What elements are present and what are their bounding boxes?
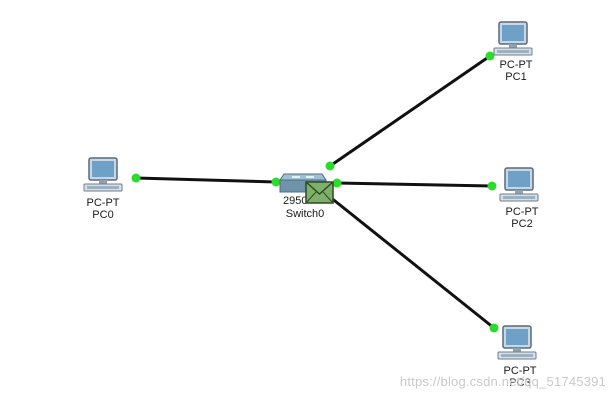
link-light-pc3 — [489, 323, 499, 333]
pc0-icon[interactable] — [82, 156, 124, 196]
pc2-icon[interactable] — [498, 166, 540, 206]
link-pc3-switch0[interactable] — [329, 195, 495, 330]
pc0-type-label: PC-PT — [86, 197, 120, 209]
link-light-pc2 — [487, 181, 497, 191]
switch0-name-label: Switch0 — [285, 208, 325, 220]
switch0-type-label: 2950 — [283, 195, 308, 207]
link-light-switch0-p3 — [332, 178, 342, 188]
pc1-icon[interactable] — [492, 20, 534, 60]
link-light-switch0-p2 — [325, 161, 335, 171]
link-light-pc1 — [485, 51, 495, 61]
link-light-switch0-p1 — [271, 177, 281, 187]
link-light-pc0 — [131, 173, 141, 183]
link-pc0-switch0[interactable] — [135, 176, 277, 184]
pc1-name-label: PC1 — [505, 71, 527, 83]
pc2-type-label: PC-PT — [505, 206, 539, 218]
watermark-text: https://blog.csdn.net/qq_51745391 — [399, 374, 606, 389]
pc3-icon[interactable] — [496, 324, 538, 364]
pc1-type-label: PC-PT — [499, 59, 533, 71]
link-pc1-switch0[interactable] — [329, 54, 491, 168]
pc3-type-label: PC-PT — [503, 365, 537, 377]
pc2-name-label: PC2 — [511, 218, 533, 230]
link-pc2-switch0[interactable] — [336, 181, 493, 188]
pc3-name-label: PC3 — [509, 377, 531, 389]
envelope-icon[interactable] — [305, 181, 334, 204]
pc0-name-label: PC0 — [92, 209, 114, 221]
